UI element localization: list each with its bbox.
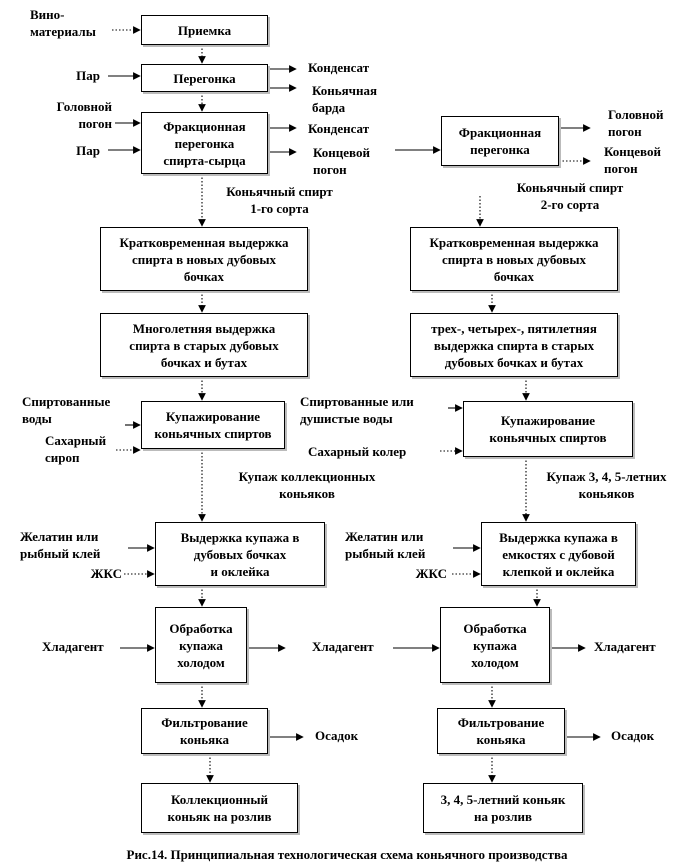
sugar-color-label: Сахарный колер [308, 444, 407, 459]
short-aging-left-box: Кратковременная выдержка спирта в новых … [100, 227, 308, 291]
collection-blend-label: Купаж коллекционных коньяков [238, 469, 376, 501]
condensate-label-2: Конденсат [308, 121, 370, 136]
reception-box: Приемка [141, 15, 268, 45]
long-aging-left-box: Многолетняя выдержка спирта в старых дуб… [100, 313, 308, 377]
tail-fraction-right-label: Концевой погон [604, 144, 661, 176]
fractional-distillation-right-box: Фракционная перегонка [441, 116, 559, 166]
aromatic-water-label: Спиртованные или душистые воды [300, 394, 414, 426]
blending-left-box: Купажирование коньячных спиртов [141, 401, 285, 449]
sediment-left-label: Осадок [315, 728, 359, 743]
zhks-left-label: ЖКС [90, 566, 122, 581]
coolant-in-label: Хладагент [42, 639, 104, 654]
filtration-left-box: Фильтрование коньяка [141, 708, 268, 754]
blending-right-box: Купажирование коньячных спиртов [463, 401, 633, 457]
multi-year-aging-right-box: трех-, четырех-, пятилетняя выдержка спи… [410, 313, 618, 377]
gelatin-right-label: Желатин или рыбный клей [345, 529, 426, 561]
cold-treatment-left-box: Обработка купажа холодом [155, 607, 247, 683]
collection-cognac-box: Коллекционный коньяк на розлив [141, 783, 298, 833]
coolant-out-label: Хладагент [594, 639, 656, 654]
gelatin-left-label: Желатин или рыбный клей [20, 529, 101, 561]
wine-materials-label: Вино- материалы [30, 7, 96, 39]
blend-aging-left-box: Выдержка купажа в дубовых бочках и оклей… [155, 522, 325, 586]
distillation-box: Перегонка [141, 64, 268, 92]
sediment-right-label: Осадок [611, 728, 655, 743]
fractional-distillation-left-box: Фракционная перегонка спирта-сырца [141, 112, 268, 174]
coolant-mid-label: Хладагент [312, 639, 374, 654]
blend-aging-right-box: Выдержка купажа в емкостях с дубовой кле… [481, 522, 636, 586]
zhks-right-label: ЖКС [415, 566, 447, 581]
steam-label-2: Пар [76, 143, 100, 158]
head-fraction-in-label: Головной погон [56, 99, 112, 131]
tail-fraction-left-label: Концевой погон [313, 145, 370, 177]
first-grade-spirit-label: Коньячный спирт 1-го сорта [226, 184, 333, 216]
steam-label-1: Пар [76, 68, 100, 83]
aged-cognac-box: 3, 4, 5-летний коньяк на розлив [423, 783, 583, 833]
head-fraction-out-label: Головной погон [608, 107, 664, 139]
cognac-stillage-label: Коньячная барда [312, 83, 378, 115]
second-grade-spirit-label: Коньячный спирт 2-го сорта [516, 180, 624, 212]
alcoholized-water-label: Спиртованные воды [22, 394, 111, 426]
cold-treatment-right-box: Обработка купажа холодом [440, 607, 550, 683]
condensate-label-1: Конденсат [308, 60, 370, 75]
sugar-syrup-label: Сахарный сироп [45, 433, 107, 465]
aged-blend-label: Купаж 3, 4, 5-летних коньяков [546, 469, 667, 501]
short-aging-right-box: Кратковременная выдержка спирта в новых … [410, 227, 618, 291]
figure-caption: Рис.14. Принципиальная технологическая с… [126, 847, 568, 862]
filtration-right-box: Фильтрование коньяка [437, 708, 565, 754]
